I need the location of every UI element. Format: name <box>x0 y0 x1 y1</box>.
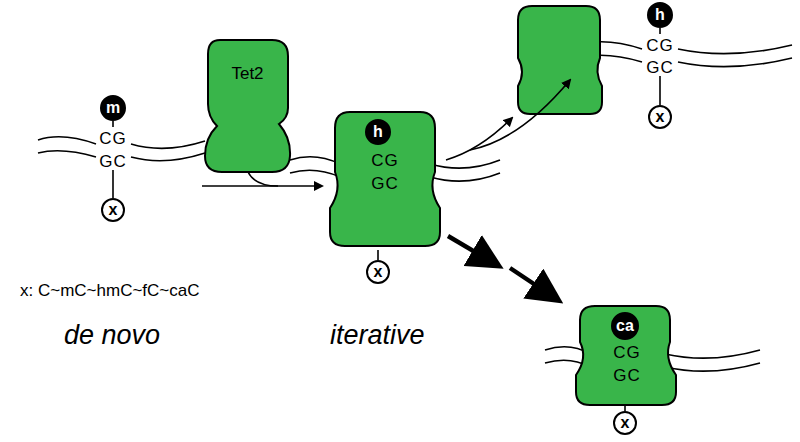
dna-strands <box>38 28 792 411</box>
node-text: h <box>373 124 383 140</box>
node-text: h <box>655 7 665 23</box>
base-pair-label: GC <box>99 153 127 170</box>
bold-arrows <box>448 236 552 296</box>
key-label: x: C~mC~hmC~fC~caC <box>20 282 200 299</box>
node-text: m <box>106 100 120 116</box>
mode-label: de novo <box>64 322 160 349</box>
partner-circle: x <box>366 260 390 284</box>
node-text: x <box>374 264 383 280</box>
base-pair-label: GC <box>646 59 674 76</box>
tet2-protein <box>205 6 676 405</box>
partner-circle: x <box>613 411 637 435</box>
protein-label: Tet2 <box>205 40 290 172</box>
node-text: x <box>621 415 630 431</box>
node-text: ca <box>616 318 634 334</box>
base-pair-label: CG <box>99 130 127 147</box>
node-text: x <box>109 202 118 218</box>
base-pair-label: CG <box>371 152 399 169</box>
base-pair-label: GC <box>371 175 399 192</box>
base-pair-label: GC <box>613 367 641 384</box>
modification-circle: ca <box>611 312 639 340</box>
mode-label: iterative <box>330 322 425 349</box>
partner-circle: x <box>101 198 125 222</box>
modification-circle: h <box>365 119 391 145</box>
node-text: x <box>656 109 665 125</box>
node-text: Tet2 <box>231 64 263 83</box>
reaction-arrows <box>202 80 570 186</box>
partner-circle: x <box>648 105 672 129</box>
modification-circle: m <box>100 95 126 121</box>
base-pair-label: CG <box>646 37 674 54</box>
base-pair-label: CG <box>613 344 641 361</box>
modification-circle: h <box>647 2 673 28</box>
